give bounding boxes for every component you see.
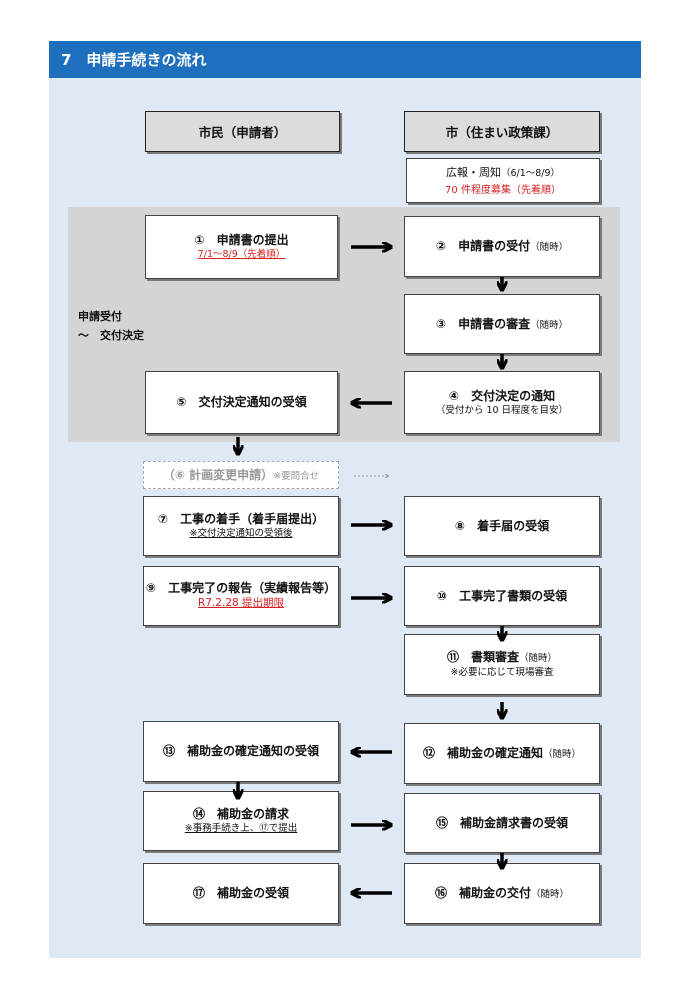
citizen-column-label: 市民（申請者）: [198, 125, 287, 140]
announcement-box: 広報・周知（6/1～8/9） 70 件程度募集（先着順）: [406, 158, 600, 203]
step-4-box: ④ 交付決定の通知 （受付から 10 日程度を目安）: [404, 371, 600, 434]
step-14-note: ※事務手続き上、⑰で提出: [184, 823, 298, 835]
step-8-box: ⑧ 着手届の受領: [404, 496, 600, 556]
step-6-box: （⑥ 計画変更申請）※要問合せ: [143, 461, 339, 489]
step-17-title: ⑰ 補助金の受領: [192, 886, 289, 901]
intake-label-line2: ～ 交付決定: [78, 329, 144, 343]
step-9-deadline: R7.2.28 提出期限: [197, 597, 285, 610]
step-4-note: （受付から 10 日程度を目安）: [435, 404, 569, 416]
step-11-sub: ※必要に応じて現場審査: [450, 667, 554, 679]
step-12-note: （随時）: [543, 749, 582, 761]
intake-label-line1: 申請受付: [78, 310, 122, 323]
announcement-quota: 70 件程度募集（先着順）: [445, 185, 561, 197]
step-2-note: （随時）: [530, 242, 569, 254]
citizen-column-header: 市民（申請者）: [145, 111, 340, 152]
announcement-period: （6/1～8/9）: [500, 167, 561, 179]
step-2-box: ② 申請書の受付（随時）: [404, 216, 600, 277]
step-3-label: ③ 申請書の審査: [435, 316, 531, 331]
city-column-label: 市（住まい政策課）: [445, 125, 559, 140]
step-14-box: ⑭ 補助金の請求 ※事務手続き上、⑰で提出: [143, 791, 339, 851]
step-15-title: ⑮ 補助金請求書の受領: [435, 815, 568, 830]
step-1-deadline: 7/1～8/9（先着順）: [197, 249, 286, 261]
step-4-title: ④ 交付決定の通知: [448, 388, 556, 403]
step-12-title: ⑫ 補助金の確定通知（随時）: [423, 745, 581, 762]
step-9-title: ⑨ 工事完了の報告（実績報告等）: [145, 581, 337, 596]
announcement-line1: 広報・周知（6/1～8/9）: [446, 165, 560, 182]
step-9-box: ⑨ 工事完了の報告（実績報告等） R7.2.28 提出期限: [143, 566, 339, 626]
step-17-box: ⑰ 補助金の受領: [143, 863, 339, 924]
step-2-title: ② 申請書の受付（随時）: [436, 238, 568, 255]
step-16-note: （随時）: [531, 889, 570, 901]
step-16-title: ⑯ 補助金の交付（随時）: [435, 885, 569, 902]
step-7-box: ⑦ 工事の着手（着手届提出） ※交付決定通知の受領後: [143, 496, 339, 556]
step-1-box: ① 申請書の提出 7/1～8/9（先着順）: [145, 215, 338, 279]
announcement-label: 広報・周知: [445, 165, 501, 179]
step-12-box: ⑫ 補助金の確定通知（随時）: [404, 723, 600, 784]
step-11-box: ⑪ 書類審査（随時） ※必要に応じて現場審査: [404, 634, 600, 695]
step-11-title: ⑪ 書類審査（随時）: [447, 649, 557, 666]
step-6-title: （⑥ 計画変更申請）※要問合せ: [163, 467, 319, 484]
step-12-label: ⑫ 補助金の確定通知: [422, 746, 543, 761]
step-16-box: ⑯ 補助金の交付（随時）: [404, 863, 600, 924]
step-14-title: ⑭ 補助金の請求: [192, 807, 289, 822]
step-3-box: ③ 申請書の審査（随時）: [404, 294, 600, 354]
section-header: 7 申請手続きの流れ: [49, 41, 641, 78]
step-10-box: ⑩ 工事完了書類の受領: [404, 566, 600, 626]
step-8-title: ⑧ 着手届の受領: [454, 518, 550, 533]
city-column-header: 市（住まい政策課）: [404, 111, 600, 152]
section-title: 7 申請手続きの流れ: [61, 51, 207, 69]
step-7-note: ※交付決定通知の受領後: [189, 528, 293, 540]
step-10-title: ⑩ 工事完了書類の受領: [436, 588, 568, 603]
step-2-label: ② 申請書の受付: [435, 239, 531, 254]
step-13-box: ⑬ 補助金の確定通知の受領: [143, 721, 339, 782]
step-5-title: ⑤ 交付決定通知の受領: [176, 395, 307, 410]
step-7-title: ⑦ 工事の着手（着手届提出）: [157, 512, 325, 527]
step-6-label: （⑥ 計画変更申請）: [162, 467, 274, 482]
step-6-note: ※要問合せ: [273, 470, 320, 482]
step-11-note: （随時）: [519, 653, 558, 665]
step-3-note: （随時）: [530, 319, 569, 331]
step-3-title: ③ 申請書の審査（随時）: [436, 316, 568, 333]
intake-period-label: 申請受付 ～ 交付決定: [78, 307, 144, 346]
step-15-box: ⑮ 補助金請求書の受領: [404, 793, 600, 853]
step-11-label: ⑪ 書類審査: [446, 650, 519, 665]
step-1-title: ① 申請書の提出: [194, 233, 289, 248]
step-16-label: ⑯ 補助金の交付: [434, 886, 531, 901]
step-5-box: ⑤ 交付決定通知の受領: [145, 371, 338, 434]
step-13-title: ⑬ 補助金の確定通知の受領: [162, 744, 319, 759]
